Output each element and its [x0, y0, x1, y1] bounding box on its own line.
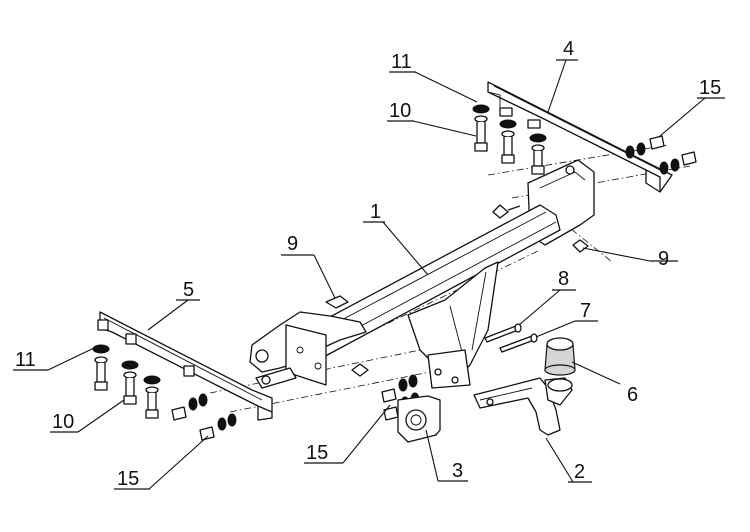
upper-right-nuts	[625, 135, 697, 175]
tow-ball-neck	[473, 377, 573, 436]
callout-11-top: 11	[389, 51, 416, 73]
callout-15-bottom: 15	[114, 468, 150, 490]
callout-6-label: 6	[627, 384, 638, 406]
upper-fastener-set	[472, 104, 547, 175]
callout-1-label: 1	[370, 201, 381, 223]
callout-11-top-label: 11	[391, 51, 412, 73]
lower-fastener-set	[92, 344, 161, 419]
callout-9-left: 9	[281, 233, 314, 256]
socket-plate	[397, 395, 441, 443]
callout-15-top-label: 15	[699, 77, 721, 99]
callout-10-bottom: 10	[50, 411, 78, 433]
callout-4-label: 4	[563, 38, 574, 60]
callout-7-label: 7	[580, 300, 591, 322]
callout-9-right: 9	[650, 248, 678, 270]
callout-11-bottom-label: 11	[15, 349, 36, 371]
callout-3: 3	[438, 460, 468, 482]
callout-3-label: 3	[452, 460, 463, 482]
lower-left-nuts	[171, 393, 237, 441]
main-cross-beam	[249, 159, 595, 389]
callout-5: 5	[176, 279, 200, 301]
callout-labels: 1 4 11 10 15 9 9 5	[13, 38, 725, 490]
callout-6: 6	[627, 384, 638, 406]
callout-15-mid: 15	[304, 442, 343, 464]
left-mounting-bracket	[97, 311, 273, 421]
callout-4: 4	[556, 38, 578, 61]
callout-2-label: 2	[574, 461, 585, 483]
callout-15-top: 15	[697, 77, 725, 99]
callout-5-label: 5	[183, 279, 194, 301]
long-bolts-7-8	[484, 323, 538, 353]
callout-2: 2	[568, 461, 592, 483]
ball-cover	[544, 337, 576, 376]
beam-bolts-9	[325, 204, 589, 377]
callout-leaders	[47, 59, 706, 490]
right-mounting-bracket	[487, 81, 673, 193]
callout-9-left-label: 9	[287, 233, 298, 255]
callout-1: 1	[363, 201, 385, 223]
callout-10-top: 10	[387, 100, 414, 122]
callout-11-bottom: 11	[13, 349, 48, 371]
callout-15-mid-label: 15	[306, 442, 328, 464]
callout-8-label: 8	[558, 268, 569, 290]
callout-7: 7	[575, 300, 598, 322]
callout-10-bottom-label: 10	[52, 411, 74, 433]
callout-9-right-label: 9	[658, 248, 669, 270]
callout-8: 8	[552, 268, 576, 291]
callout-15-bottom-label: 15	[117, 468, 139, 490]
callout-10-top-label: 10	[389, 100, 411, 122]
